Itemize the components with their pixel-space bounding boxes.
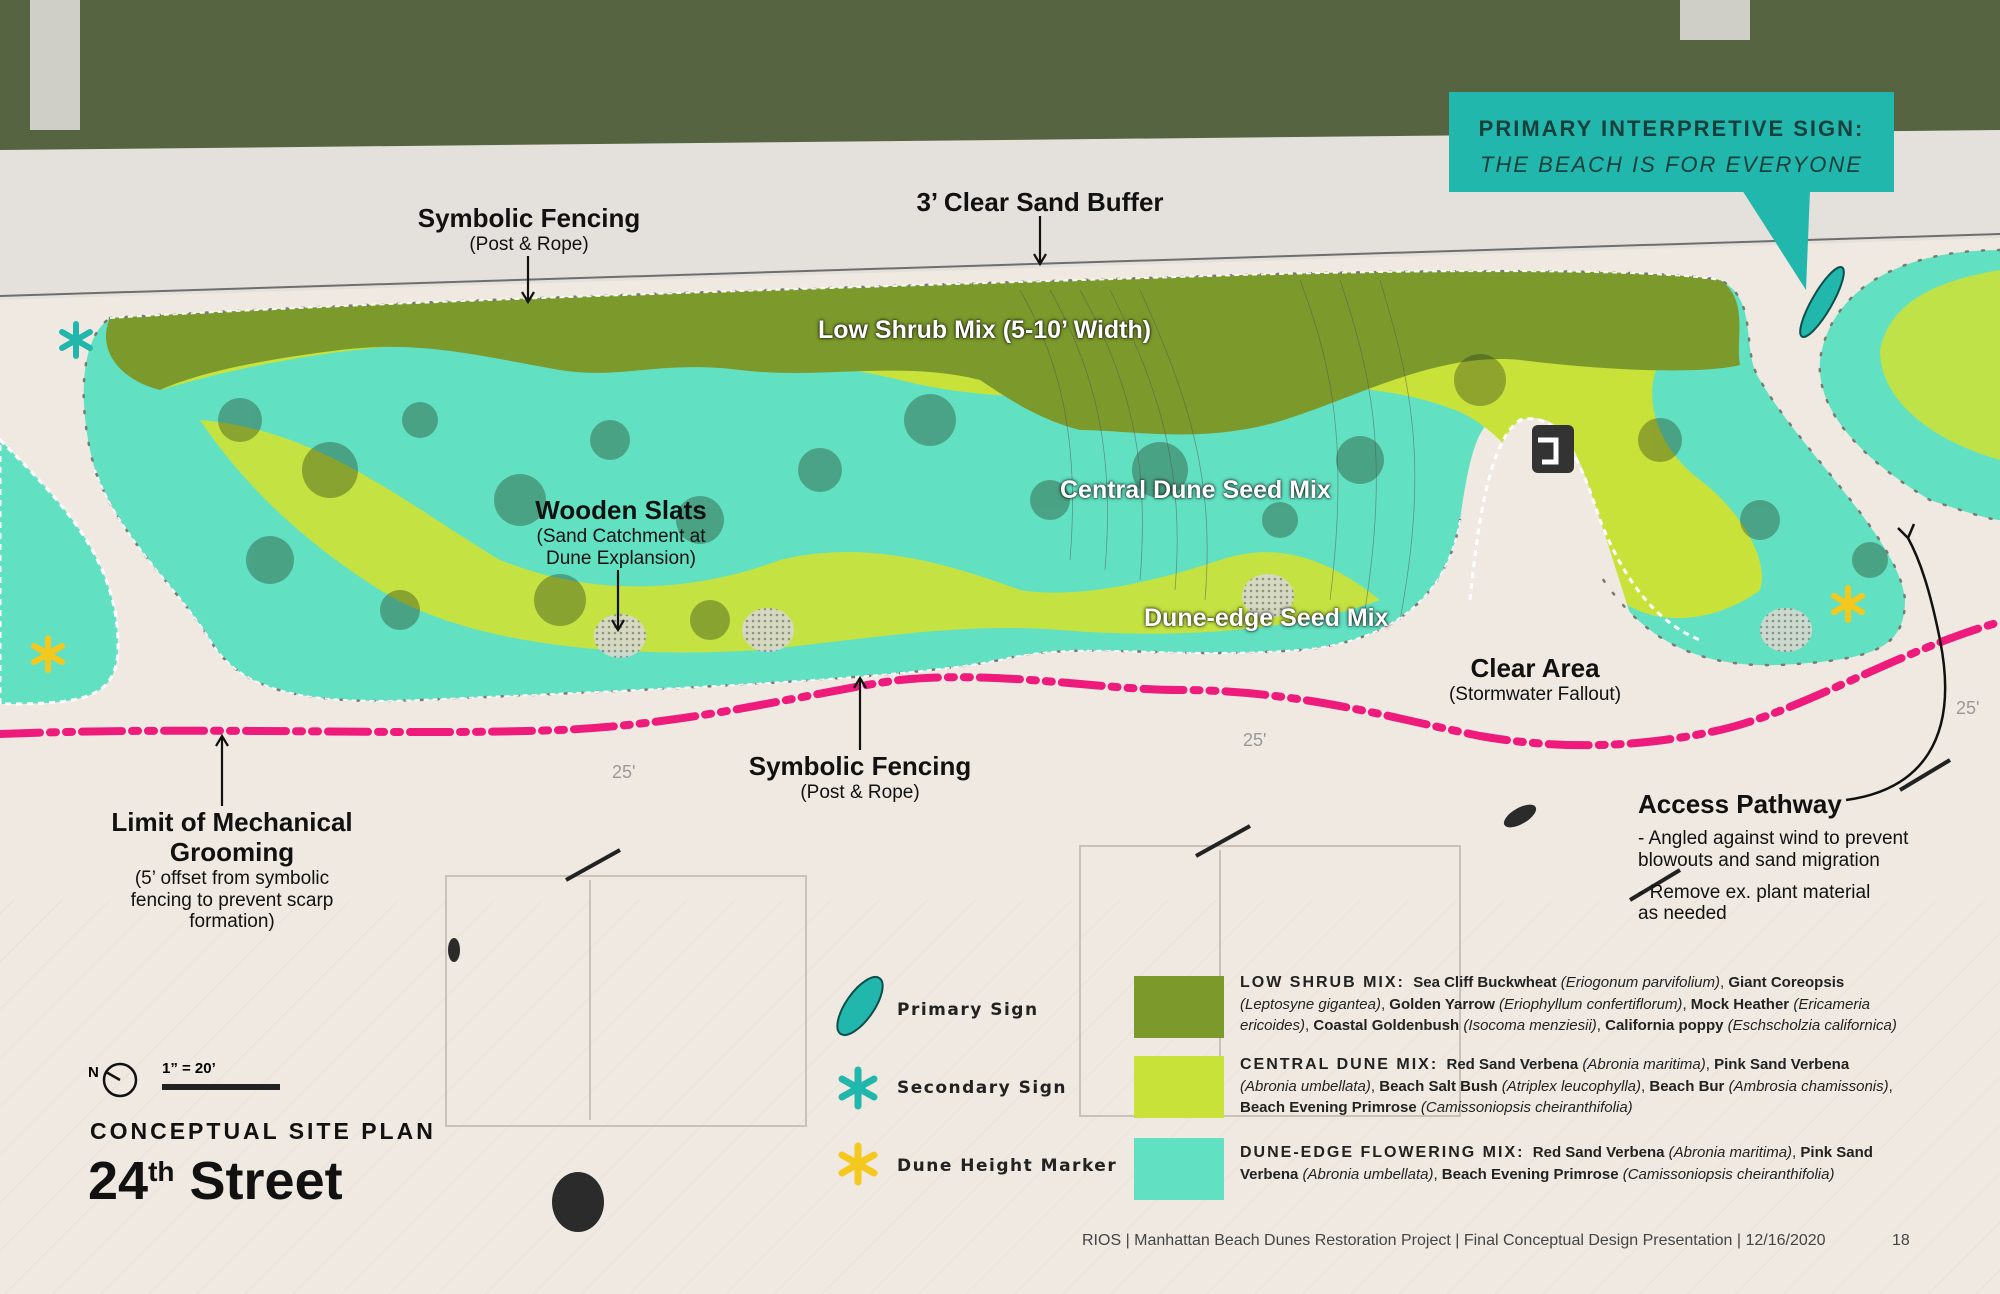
swatch-central-dune xyxy=(1134,1056,1224,1118)
swatch-low-shrub xyxy=(1134,976,1224,1038)
wooden-slat-3 xyxy=(1242,574,1294,618)
left-dune-zone xyxy=(0,437,120,706)
legend-primary-sign: Primary Sign xyxy=(897,1000,1039,1020)
access-pathway-arrow xyxy=(1845,537,1947,802)
wooden-slat-2 xyxy=(742,608,794,652)
primary-sign-marker xyxy=(1799,266,1845,338)
beach-shadows xyxy=(448,804,1537,1232)
clear-area xyxy=(1475,418,1660,715)
legend-primary-sign-icon xyxy=(836,976,884,1036)
symbolic-fence xyxy=(82,269,1907,703)
north-arrow-icon xyxy=(102,1062,138,1098)
callout-line-1: PRIMARY INTERPRETIVE SIGN: xyxy=(1478,116,1865,141)
scale-bar xyxy=(162,1084,280,1090)
legend-dune-height-icon xyxy=(838,1142,878,1186)
stormwater-outlet xyxy=(1532,425,1574,473)
dune-height-marker-2 xyxy=(1831,585,1865,623)
secondary-sign-marker xyxy=(59,321,93,359)
stairs-right xyxy=(1680,0,1750,40)
dune-edge-mix-description: DUNE-EDGE FLOWERING MIX: Red Sand Verben… xyxy=(1240,1144,1873,1184)
grooming-limit-label: Limit of Mechanical Grooming (5’ offset … xyxy=(111,807,353,933)
clear-sand-buffer-label: 3’ Clear Sand Buffer xyxy=(916,187,1164,217)
wooden-slat-1 xyxy=(594,614,646,658)
access-pathway-label: Access Pathway - Angled against wind to … xyxy=(1638,789,1909,925)
primary-sign-callout: PRIMARY INTERPRETIVE SIGN: THE BEACH IS … xyxy=(1449,92,1894,192)
grooming-limit-line xyxy=(0,618,2000,750)
contour-lines xyxy=(1019,279,1416,621)
dune-height-marker-1 xyxy=(31,635,65,673)
footer-text: RIOS | Manhattan Beach Dunes Restoration… xyxy=(1082,1232,1826,1249)
dune-edge-seed-mix-label: Dune-edge Seed Mix xyxy=(1144,604,1389,632)
stairs-left xyxy=(30,0,80,130)
beach-poles xyxy=(565,758,1952,902)
contour-label-2: 25' xyxy=(1243,730,1267,750)
page-number: 18 xyxy=(1892,1232,1910,1249)
scale-bar-label: 1” = 20’ xyxy=(162,1060,216,1077)
callout-tail xyxy=(1742,190,1810,290)
vegetation-texture xyxy=(218,354,1888,640)
central-dune-seed-mix-label: Central Dune Seed Mix xyxy=(1060,476,1331,504)
symbolic-fencing-bottom-label: Symbolic Fencing (Post & Rope) xyxy=(748,751,972,803)
sand-hatch xyxy=(0,900,2000,1294)
wooden-slats xyxy=(594,574,1812,658)
legend-dune-height-marker: Dune Height Marker xyxy=(897,1156,1118,1176)
swatch-dune-edge xyxy=(1134,1138,1224,1200)
clear-area-label: Clear Area (Stormwater Fallout) xyxy=(1448,653,1622,705)
legend-secondary-sign: Secondary Sign xyxy=(897,1078,1067,1098)
symbolic-fencing-top-label: Symbolic Fencing (Post & Rope) xyxy=(417,203,641,255)
wooden-slats-label: Wooden Slats (Sand Catchment at Dune Exp… xyxy=(535,495,707,569)
plan-title: 24th Street xyxy=(88,1151,343,1211)
label-arrows xyxy=(215,216,1047,806)
low-shrub-mix-label: Low Shrub Mix (5-10’ Width) xyxy=(818,316,1152,344)
north-label: N xyxy=(88,1064,99,1081)
contour-label-3: 25' xyxy=(1956,698,1980,718)
legend-secondary-sign-icon xyxy=(838,1066,878,1110)
central-dune-mix-description: CENTRAL DUNE MIX: Red Sand Verbena (Abro… xyxy=(1240,1056,1893,1117)
plan-subtitle: CONCEPTUAL SITE PLAN xyxy=(90,1118,436,1144)
low-shrub-mix-description: LOW SHRUB MIX: Sea Cliff Buckwheat (Erio… xyxy=(1240,974,1897,1035)
walkway-edge xyxy=(0,233,2000,297)
callout-line-2: THE BEACH IS FOR EVERYONE xyxy=(1480,152,1863,177)
contour-label-1: 25' xyxy=(612,762,636,782)
wooden-slat-4 xyxy=(1760,608,1812,652)
